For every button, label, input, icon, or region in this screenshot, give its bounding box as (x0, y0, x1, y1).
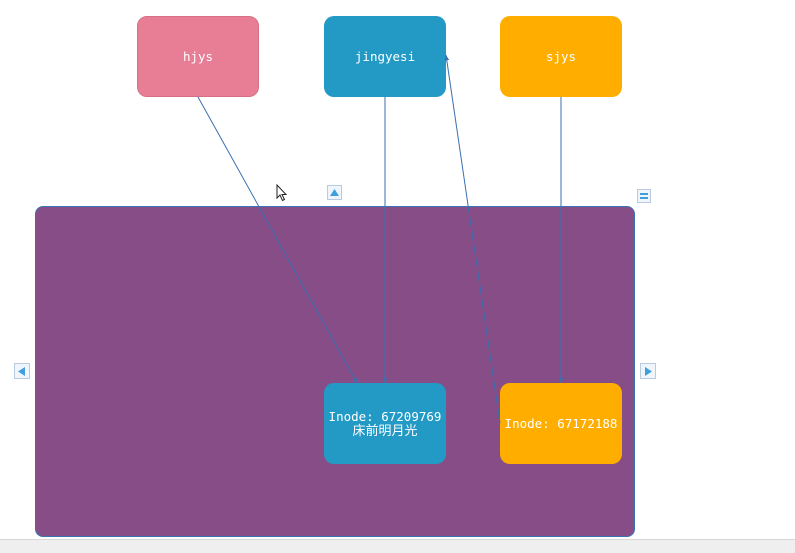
arrow-left-icon (18, 366, 25, 376)
node-jingyesi-label: jingyesi (354, 49, 416, 64)
node-inode-67172188-label: Inode: 67172188 (504, 416, 618, 431)
node-inode-67209769-label: Inode: 67209769 (328, 408, 442, 424)
menu-icon (640, 193, 648, 199)
mouse-cursor-icon (276, 184, 288, 202)
arrow-right-icon (645, 366, 652, 376)
node-hjys-label: hjys (182, 49, 214, 64)
collapse-up-button[interactable] (327, 185, 342, 200)
group-container[interactable] (35, 206, 635, 537)
collapse-left-button[interactable] (14, 363, 30, 379)
node-sjys-label: sjys (545, 49, 577, 64)
bottom-scrollbar[interactable] (0, 539, 795, 553)
node-inode-67209769[interactable]: Inode: 67209769 床前明月光 (324, 383, 446, 464)
node-hjys[interactable]: hjys (137, 16, 259, 97)
node-inode-67172188[interactable]: Inode: 67172188 (500, 383, 622, 464)
node-jingyesi[interactable]: jingyesi (324, 16, 446, 97)
menu-button[interactable] (637, 189, 651, 203)
node-inode-67209769-text: 床前明月光 (352, 423, 418, 439)
arrow-up-icon (330, 189, 339, 196)
collapse-right-button[interactable] (640, 363, 656, 379)
node-sjys[interactable]: sjys (500, 16, 622, 97)
